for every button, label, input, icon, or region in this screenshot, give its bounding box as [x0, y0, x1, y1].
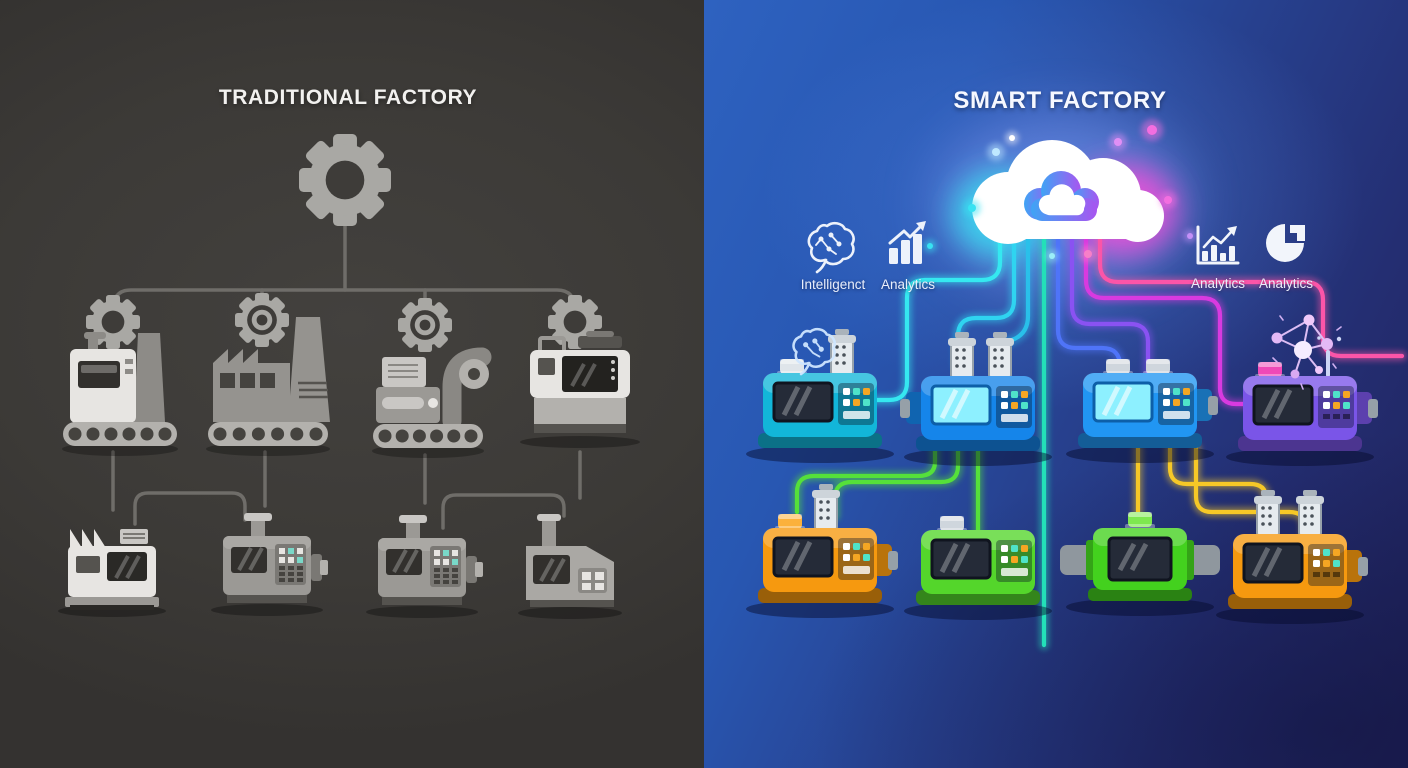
smart-machine-teal [746, 329, 894, 463]
intelligence-label: Intelligenct [800, 277, 866, 292]
connector-lines [111, 224, 582, 530]
glow-sparkles [923, 119, 1197, 263]
smart-machines [746, 329, 1378, 624]
network-nodes-icon [1271, 314, 1342, 390]
smart-machine-orange [746, 484, 898, 618]
bar-chart-icon [888, 221, 926, 264]
chimney-machine-on-conveyor [62, 332, 178, 456]
smart-machine-blue2 [1066, 359, 1218, 463]
smart-machine-green [904, 516, 1052, 620]
control-panel-machine [211, 513, 328, 616]
flow-line [955, 237, 1017, 369]
cnc-milling-machine [520, 331, 640, 448]
analytics-label-3: Analytics [1258, 276, 1314, 291]
flow-line [1083, 237, 1248, 407]
gear-icon [299, 134, 391, 226]
inner-cloud-outline [1024, 171, 1099, 221]
smart-machine-orange2 [1216, 490, 1368, 624]
gear-icon [398, 298, 452, 352]
smart-machine-green2 [1060, 512, 1220, 616]
smart-factory-title: SMART FACTORY [953, 87, 1167, 114]
factory-building-on-conveyor [206, 317, 330, 456]
flow-line [794, 445, 938, 515]
robotic-arm-on-conveyor [372, 347, 492, 458]
gear-icon [235, 293, 289, 347]
traditional-factory-diagram [58, 134, 640, 619]
trend-chart-icon [1196, 225, 1240, 265]
smart-machine-blue [900, 332, 1052, 466]
traditional-factory-title: TRADITIONAL FACTORY [218, 86, 478, 109]
analytics-label-2: Analytics [1190, 276, 1246, 291]
control-panel-machine [366, 515, 483, 618]
sloped-top-machine [518, 514, 622, 619]
smart-machine-purple [1226, 336, 1378, 466]
sawtooth-roof-machine [58, 529, 166, 617]
analytics-label-1: Analytics [880, 277, 936, 292]
pie-chart-icon [1266, 224, 1305, 262]
cloud-icon [972, 140, 1164, 244]
flow-line [1055, 237, 1123, 381]
flow-line [855, 237, 1003, 403]
flow-line [1069, 237, 1151, 381]
brain-circuit-icon [792, 327, 836, 376]
brain-icon [807, 221, 855, 274]
